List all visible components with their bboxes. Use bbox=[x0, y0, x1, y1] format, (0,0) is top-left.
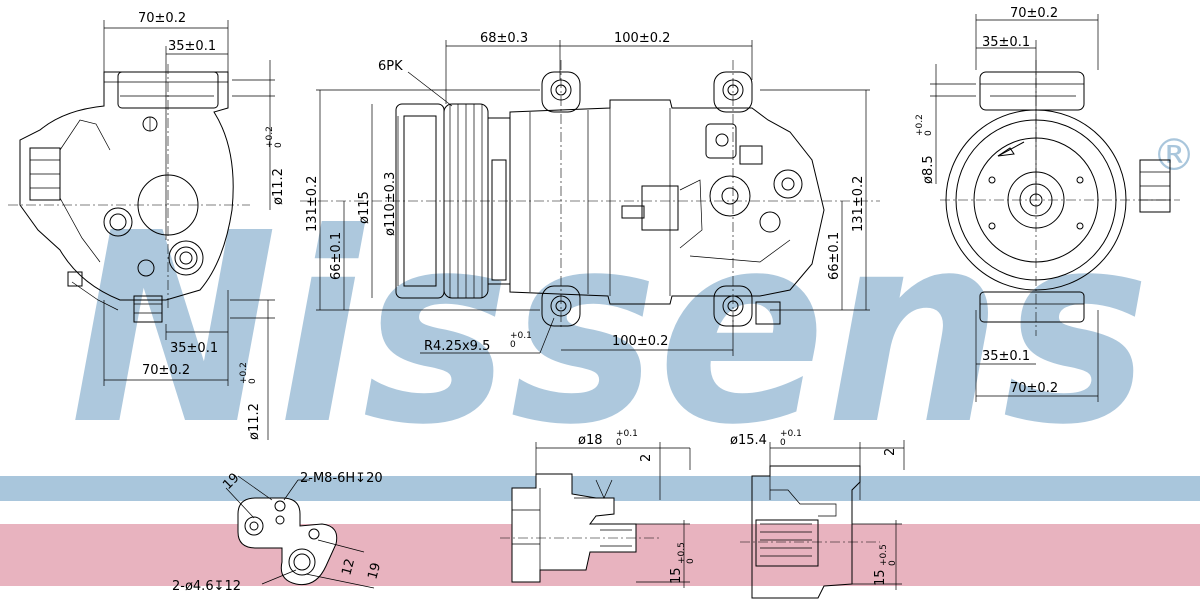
port-plate-holes: 2-ø4.6↧12 bbox=[172, 579, 241, 594]
side-span-top-left: 68±0.3 bbox=[480, 31, 528, 46]
port-a-diameter: ø18 bbox=[578, 433, 603, 448]
port-plate-view: 19 2-M8-6H↧20 12 19 2-ø4.6↧12 bbox=[172, 471, 384, 594]
port-plate-dim-19-side: 19 bbox=[365, 561, 384, 581]
port-b-height-tol: +0.50 bbox=[879, 544, 898, 566]
watermark-registered-mark: ® bbox=[1152, 130, 1196, 181]
side-height-total-left: 131±0.2 bbox=[305, 176, 320, 232]
left-hole-lower-dim: ø11.2 bbox=[247, 403, 262, 440]
side-height-total-right: 131±0.2 bbox=[851, 176, 866, 232]
left-hole-lower-tol: +0.20 bbox=[239, 362, 258, 384]
port-b-height: 15 bbox=[873, 569, 888, 586]
left-top-half: 35±0.1 bbox=[168, 39, 216, 54]
right-view: 70±0.2 35±0.1 ø8.5 +0.20 bbox=[915, 6, 1180, 402]
side-span-top-right: 100±0.2 bbox=[614, 31, 670, 46]
left-bottom-width: 70±0.2 bbox=[142, 363, 190, 378]
port-b-depth: 2 bbox=[883, 448, 898, 456]
right-bore-tol: +0.20 bbox=[915, 114, 934, 136]
side-height-half-right: 66±0.1 bbox=[827, 232, 842, 280]
side-slot-dim: R4.25x9.5 bbox=[424, 339, 490, 354]
port-a-depth: 2 bbox=[639, 454, 654, 462]
port-a-height: 15 bbox=[669, 567, 684, 584]
port-a-height-tol: +0.50 bbox=[677, 542, 696, 564]
right-bottom-half: 35±0.1 bbox=[982, 349, 1030, 364]
side-pulley-inner: ø110±0.3 bbox=[383, 172, 398, 236]
left-top-width: 70±0.2 bbox=[138, 11, 186, 26]
left-view: 70±0.2 35±0.1 ø11.2 +0.20 bbox=[8, 11, 286, 440]
port-plate-thread: 2-M8-6H↧20 bbox=[300, 471, 383, 486]
left-hole-upper-tol: +0.20 bbox=[265, 126, 284, 148]
side-pulley-outer: ø115 bbox=[357, 191, 372, 224]
right-bore-dim: ø8.5 bbox=[921, 155, 936, 184]
side-view: 68±0.3 100±0.2 6PK bbox=[300, 31, 880, 356]
watermark-layer: Nissens ® bbox=[0, 130, 1200, 586]
port-b-diameter: ø15.4 bbox=[730, 433, 767, 448]
left-hole-upper-dim: ø11.2 bbox=[271, 168, 286, 205]
right-top-width: 70±0.2 bbox=[1010, 6, 1058, 21]
port-plate-dim-12: 12 bbox=[339, 557, 358, 577]
right-top-half: 35±0.1 bbox=[982, 35, 1030, 50]
side-span-bottom: 100±0.2 bbox=[612, 334, 668, 349]
left-bottom-half: 35±0.1 bbox=[170, 341, 218, 356]
right-bottom-width: 70±0.2 bbox=[1010, 381, 1058, 396]
side-height-half-left: 66±0.1 bbox=[329, 232, 344, 280]
side-belt-label: 6PK bbox=[378, 59, 403, 74]
